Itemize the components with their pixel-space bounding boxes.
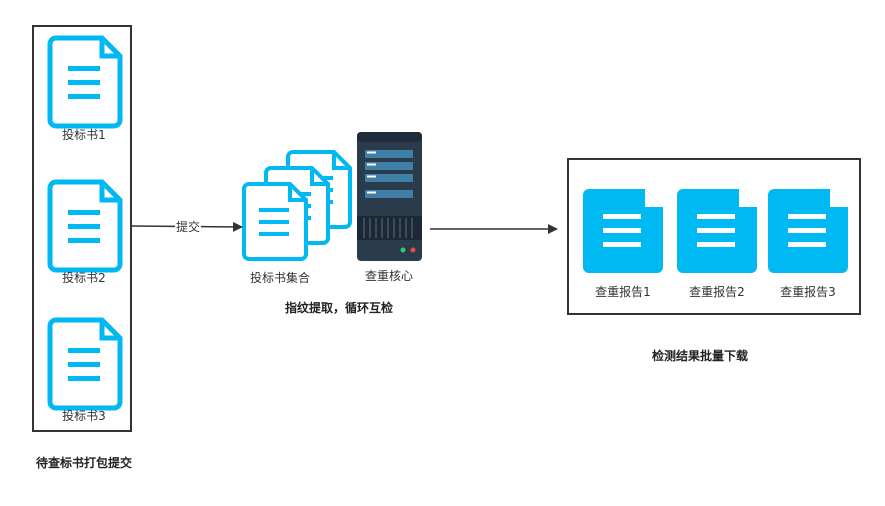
submit-arrow-label: 提交 — [174, 220, 202, 234]
input-doc-1-label: 投标书1 — [62, 128, 106, 142]
report-2-icon — [677, 189, 757, 273]
input-group-box — [32, 25, 132, 432]
report-1-icon — [583, 189, 663, 273]
collection-caption: 指纹提取，循环互检 — [284, 301, 394, 315]
input-doc-2-icon — [47, 179, 123, 273]
report-3-icon — [768, 189, 848, 273]
output-group-caption: 检测结果批量下载 — [651, 349, 749, 363]
input-group-caption: 待查标书打包提交 — [35, 456, 133, 470]
input-doc-2-label: 投标书2 — [62, 271, 106, 285]
output-group-box — [567, 158, 861, 315]
input-doc-3-icon — [47, 317, 123, 411]
collection-label: 投标书集合 — [249, 271, 311, 285]
server-label: 查重核心 — [364, 269, 414, 283]
input-doc-1-icon — [47, 35, 123, 129]
report-3-label: 查重报告3 — [780, 285, 836, 299]
document-stack-icon — [242, 150, 352, 261]
report-2-label: 查重报告2 — [689, 285, 745, 299]
report-1-label: 查重报告1 — [595, 285, 651, 299]
server-icon — [357, 132, 422, 261]
input-doc-3-label: 投标书3 — [62, 409, 106, 423]
